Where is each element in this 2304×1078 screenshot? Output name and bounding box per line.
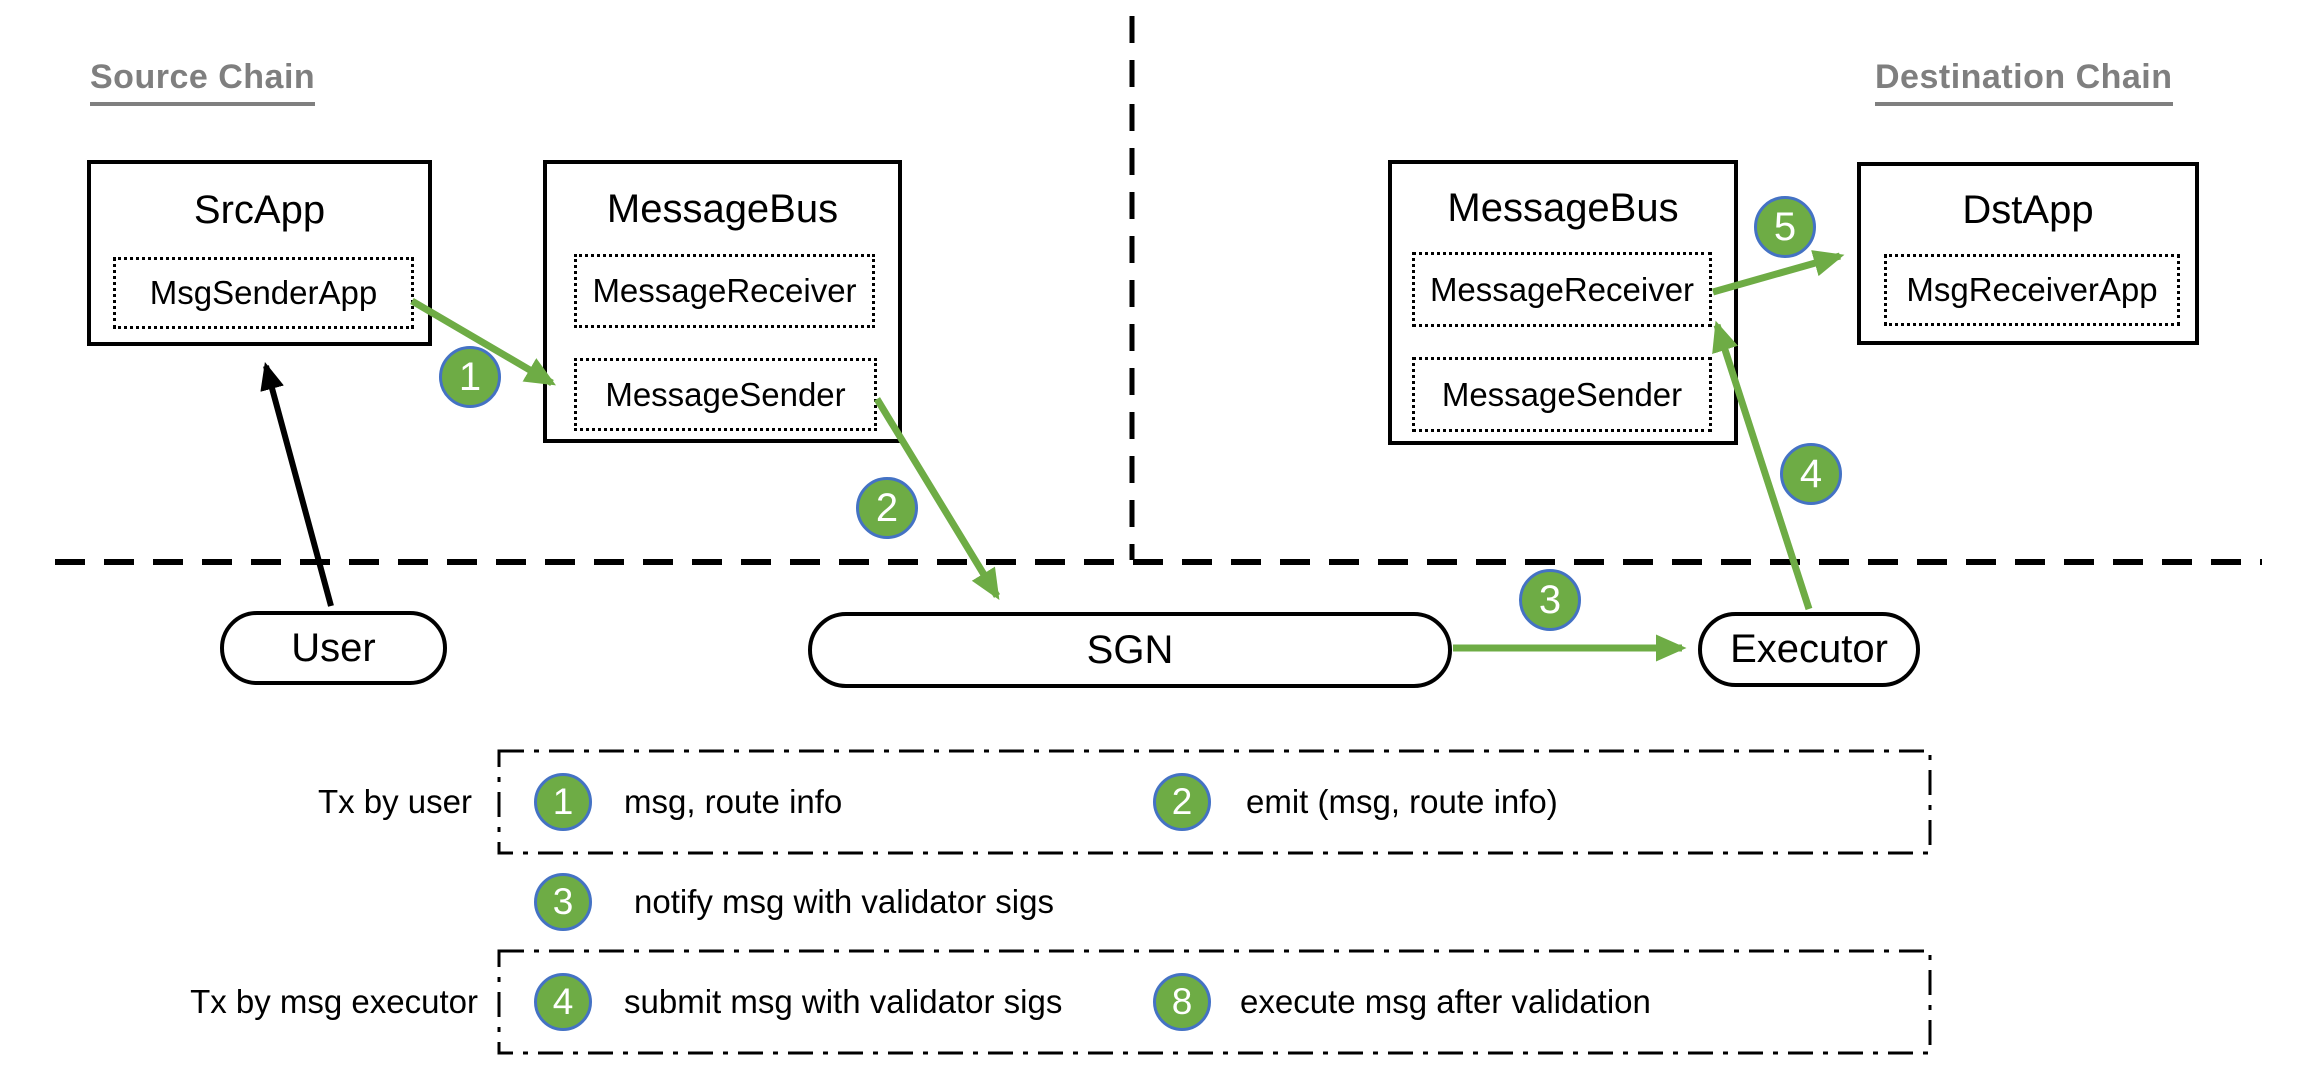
- executor-pill: Executor: [1698, 612, 1920, 687]
- arrow-user-to-srcapp: [260, 362, 334, 607]
- messagereceiver-src-box: MessageReceiver: [574, 254, 875, 328]
- step-badge-4: 4: [1780, 443, 1842, 505]
- messagesender-dst-box: MessageSender: [1412, 357, 1712, 432]
- legend-text-2: emit (msg, route info): [1246, 783, 1558, 820]
- legend-row1-label: Tx by user: [317, 783, 472, 820]
- legend-badge-1: 1: [534, 773, 592, 831]
- msgreceiverapp-label: MsgReceiverApp: [1906, 271, 2158, 308]
- user-label: User: [291, 625, 376, 670]
- legend-badge-4: 4: [534, 973, 592, 1031]
- step-badge-1: 1: [439, 346, 501, 408]
- legend-row2-label: Tx by msg executor: [190, 983, 478, 1020]
- legend-text-4: submit msg with validator sigs: [624, 983, 1063, 1020]
- sgn-pill: SGN: [808, 612, 1452, 688]
- messagesender-dst-label: MessageSender: [1441, 375, 1683, 413]
- step-badge-3: 3: [1519, 569, 1581, 631]
- step-badge-2: 2: [856, 477, 918, 539]
- srcapp-title: SrcApp: [193, 188, 326, 232]
- dstapp-box: DstApp MsgReceiverApp: [1857, 162, 2199, 345]
- legend-text-3: notify msg with validator sigs: [634, 883, 1054, 920]
- msgreceiverapp-box: MsgReceiverApp: [1884, 254, 2180, 326]
- legend-text-1: msg, route info: [624, 783, 843, 820]
- srcapp-box: SrcApp MsgSenderApp: [87, 160, 432, 346]
- legend-text-8: execute msg after validation: [1240, 983, 1651, 1020]
- messagesender-src-label: MessageSender: [605, 375, 846, 413]
- messagereceiver-dst-label: MessageReceiver: [1429, 270, 1695, 308]
- legend-badge-8: 8: [1153, 973, 1211, 1031]
- sgn-label: SGN: [1086, 627, 1174, 672]
- source-chain-heading: Source Chain: [90, 58, 316, 106]
- messagebus-dst-title: MessageBus: [1447, 185, 1679, 230]
- messagesender-src-box: MessageSender: [574, 358, 877, 431]
- messagebus-src-title: MessageBus: [606, 186, 839, 231]
- executor-label: Executor: [1730, 627, 1888, 671]
- messagereceiver-dst-box: MessageReceiver: [1412, 252, 1712, 327]
- legend-badge-2: 2: [1153, 773, 1211, 831]
- step-badge-5: 5: [1754, 196, 1816, 258]
- destination-chain-heading: Destination Chain: [1875, 58, 2173, 106]
- user-pill: User: [220, 611, 447, 685]
- dstapp-title: DstApp: [1962, 187, 2094, 232]
- messagebus-src-box: MessageBus MessageReceiver MessageSender: [543, 160, 902, 443]
- msgsenderapp-box: MsgSenderApp: [113, 257, 414, 329]
- msgsenderapp-label: MsgSenderApp: [149, 274, 378, 311]
- messagereceiver-src-label: MessageReceiver: [592, 272, 857, 309]
- messagebus-dst-box: MessageBus MessageReceiver MessageSender: [1388, 160, 1738, 445]
- legend-badge-3: 3: [534, 873, 592, 931]
